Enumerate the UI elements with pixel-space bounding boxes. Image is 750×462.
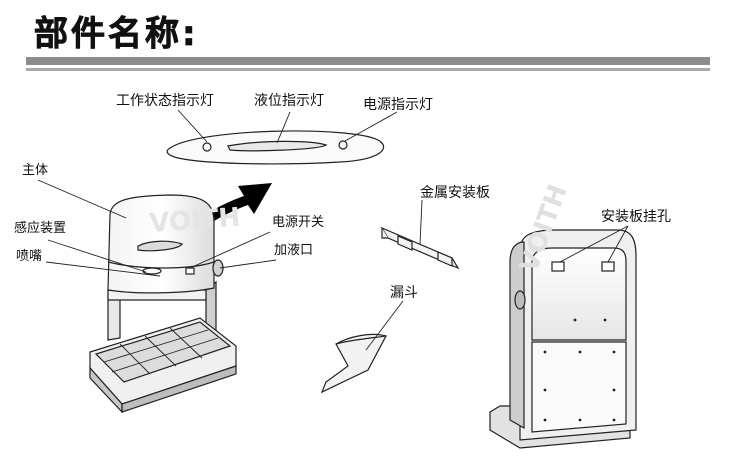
page-title: 部件名称: xyxy=(34,14,199,55)
curved-arrow-icon xyxy=(170,183,272,252)
main-leaders xyxy=(37,179,277,277)
watermark-left: VOITH xyxy=(148,203,241,239)
dispenser-main xyxy=(89,194,237,414)
header-divider-thin xyxy=(26,68,710,71)
label-status-light: 工作状态指示灯 xyxy=(116,93,214,109)
label-mount-holes: 安装板挂孔 xyxy=(601,209,671,225)
label-sensor: 感应装置 xyxy=(14,221,67,236)
label-fill-port: 加液口 xyxy=(274,243,314,258)
label-nozzle: 喷嘴 xyxy=(16,249,43,264)
label-power-switch: 电源开关 xyxy=(272,215,325,230)
funnel xyxy=(320,333,387,394)
funnel-leader xyxy=(365,300,404,351)
indicator-panel xyxy=(166,130,385,165)
status-light-icon xyxy=(202,142,212,152)
power-light-icon xyxy=(338,140,348,150)
header-divider-thick xyxy=(26,57,710,65)
holes-leaders xyxy=(559,225,629,263)
label-power-light: 电源指示灯 xyxy=(363,97,433,113)
label-main-body: 主体 xyxy=(22,163,49,178)
label-bracket: 金属安装板 xyxy=(420,185,490,201)
label-funnel: 漏斗 xyxy=(390,285,418,301)
label-level-light: 液位指示灯 xyxy=(254,93,324,109)
bracket-leader xyxy=(419,199,423,245)
indicator-leaders xyxy=(177,109,398,144)
metal-bracket xyxy=(380,226,460,270)
dispenser-rear xyxy=(489,229,637,449)
